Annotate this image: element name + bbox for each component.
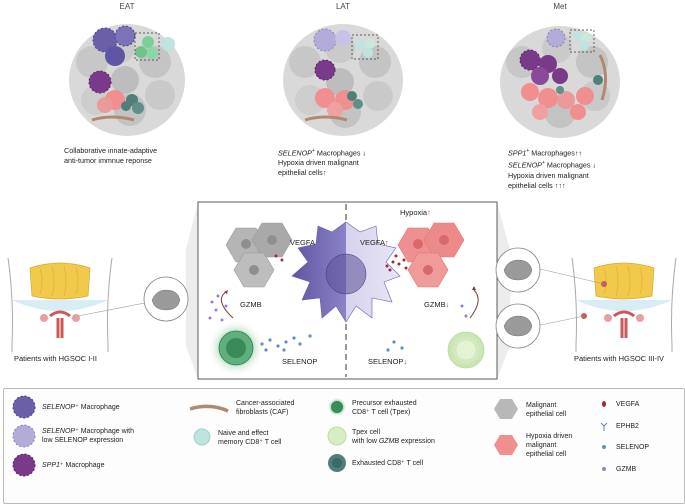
selenop-label-left: SELENOP bbox=[282, 357, 318, 366]
met-desc-line3: Hypoxia driven malignant bbox=[508, 170, 589, 180]
gzmb-label-right: GZMB↓ bbox=[424, 300, 450, 309]
lat-description: SELENOP+ Macrophages ↓ Hypoxia driven ma… bbox=[278, 146, 366, 178]
gzmb-dots bbox=[208, 294, 468, 322]
eat-description: Collaborative innate-adaptive anti-tumor… bbox=[64, 146, 157, 166]
legend-spp1-macrophage-label: SPP1⁺ Macrophage bbox=[42, 462, 105, 469]
legend-selenop-low-macrophage-icon bbox=[12, 424, 36, 448]
vegfa-dots bbox=[274, 254, 408, 272]
patient-right-label: Patients with HGSOC III-IV bbox=[574, 354, 665, 363]
met-description: SPP1+ Macrophages↑↑ SELENOP+ Macrophages… bbox=[508, 146, 596, 191]
left-malignant-cells bbox=[225, 222, 293, 288]
lat-desc-line1: SELENOP+ Macrophages ↓ bbox=[278, 148, 367, 158]
eat-desc-line2: anti-tumor immnue reponse bbox=[64, 156, 152, 165]
legend-icons bbox=[12, 395, 608, 477]
lat-tumor-cluster bbox=[283, 24, 403, 136]
patient-left-label: Patients with HGSOC I-II bbox=[14, 354, 97, 363]
vegfa-label-left: VEGFA bbox=[290, 238, 316, 247]
legend-gzmb-label: GZMB bbox=[616, 466, 637, 473]
legend-hypoxia-cell-icon bbox=[494, 435, 518, 455]
met-desc-line4: epithelial cells ↑↑↑ bbox=[508, 180, 566, 190]
lat-title: LAT bbox=[335, 2, 351, 11]
legend-selenop-macrophage-label: SELENOP⁺ Macrophage bbox=[42, 404, 120, 411]
met-desc-line1: SPP1+ Macrophages↑↑ bbox=[508, 148, 583, 158]
legend-selenop-macrophage-icon bbox=[12, 395, 36, 419]
legend-caf-icon bbox=[189, 404, 229, 413]
legend-tpex-low-label: Tpex cell with low GZMB expression bbox=[352, 429, 435, 445]
met-title: Met bbox=[553, 2, 567, 11]
legend-vegfa-label: VEGFA bbox=[616, 401, 640, 408]
legend: SELENOP⁺ Macrophage SELENOP⁺ Macrophage … bbox=[3, 388, 685, 504]
gzmb-label-left: GZMB bbox=[240, 300, 262, 309]
selenop-label-right: SELENOP↓ bbox=[368, 357, 408, 366]
legend-selenop-low-label: SELENOP⁺ Macrophage with low SELENOP exp… bbox=[42, 428, 135, 444]
legend-spp1-macrophage-icon bbox=[12, 453, 36, 477]
gzmb-arrow-right bbox=[469, 289, 479, 319]
left-connector bbox=[186, 202, 198, 379]
right-connector bbox=[497, 202, 510, 379]
legend-tpex-low-icon bbox=[327, 426, 347, 446]
legend-ephb2-label: EPHB2 bbox=[616, 423, 639, 430]
patient-left-illustration bbox=[7, 257, 189, 352]
gzmb-arrow-left bbox=[220, 291, 234, 319]
met-desc-line2: SELENOP+ Macrophages ↓ bbox=[508, 160, 597, 170]
met-tumor-cluster bbox=[500, 26, 620, 138]
legend-selenop-label: SELENOP bbox=[616, 444, 650, 451]
legend-gzmb-dot-icon bbox=[602, 467, 606, 471]
lat-desc-line3: epithelial cells↑ bbox=[278, 168, 327, 178]
legend-selenop-dot-icon bbox=[602, 445, 606, 449]
legend-malignant-icon bbox=[494, 399, 518, 419]
eat-title: EAT bbox=[119, 2, 135, 11]
legend-exhausted-t-label: Exhausted CD8⁺ T cell bbox=[352, 460, 424, 467]
right-hypoxic-cells bbox=[397, 222, 465, 288]
legend-vegfa-icon bbox=[602, 401, 606, 407]
legend-ephb2-icon bbox=[600, 422, 608, 431]
vegfa-label-right: VEGFA↑ bbox=[360, 238, 389, 247]
eat-tumor-cluster bbox=[69, 24, 185, 136]
eat-desc-line1: Collaborative innate-adaptive bbox=[64, 146, 158, 155]
legend-naive-t-icon bbox=[193, 428, 211, 446]
central-macrophage bbox=[291, 221, 401, 323]
patient-right-illustration bbox=[495, 247, 677, 352]
hypoxia-label: Hypoxia↑ bbox=[400, 208, 431, 217]
lat-desc-line2: Hypoxia driven malignant bbox=[278, 158, 359, 168]
